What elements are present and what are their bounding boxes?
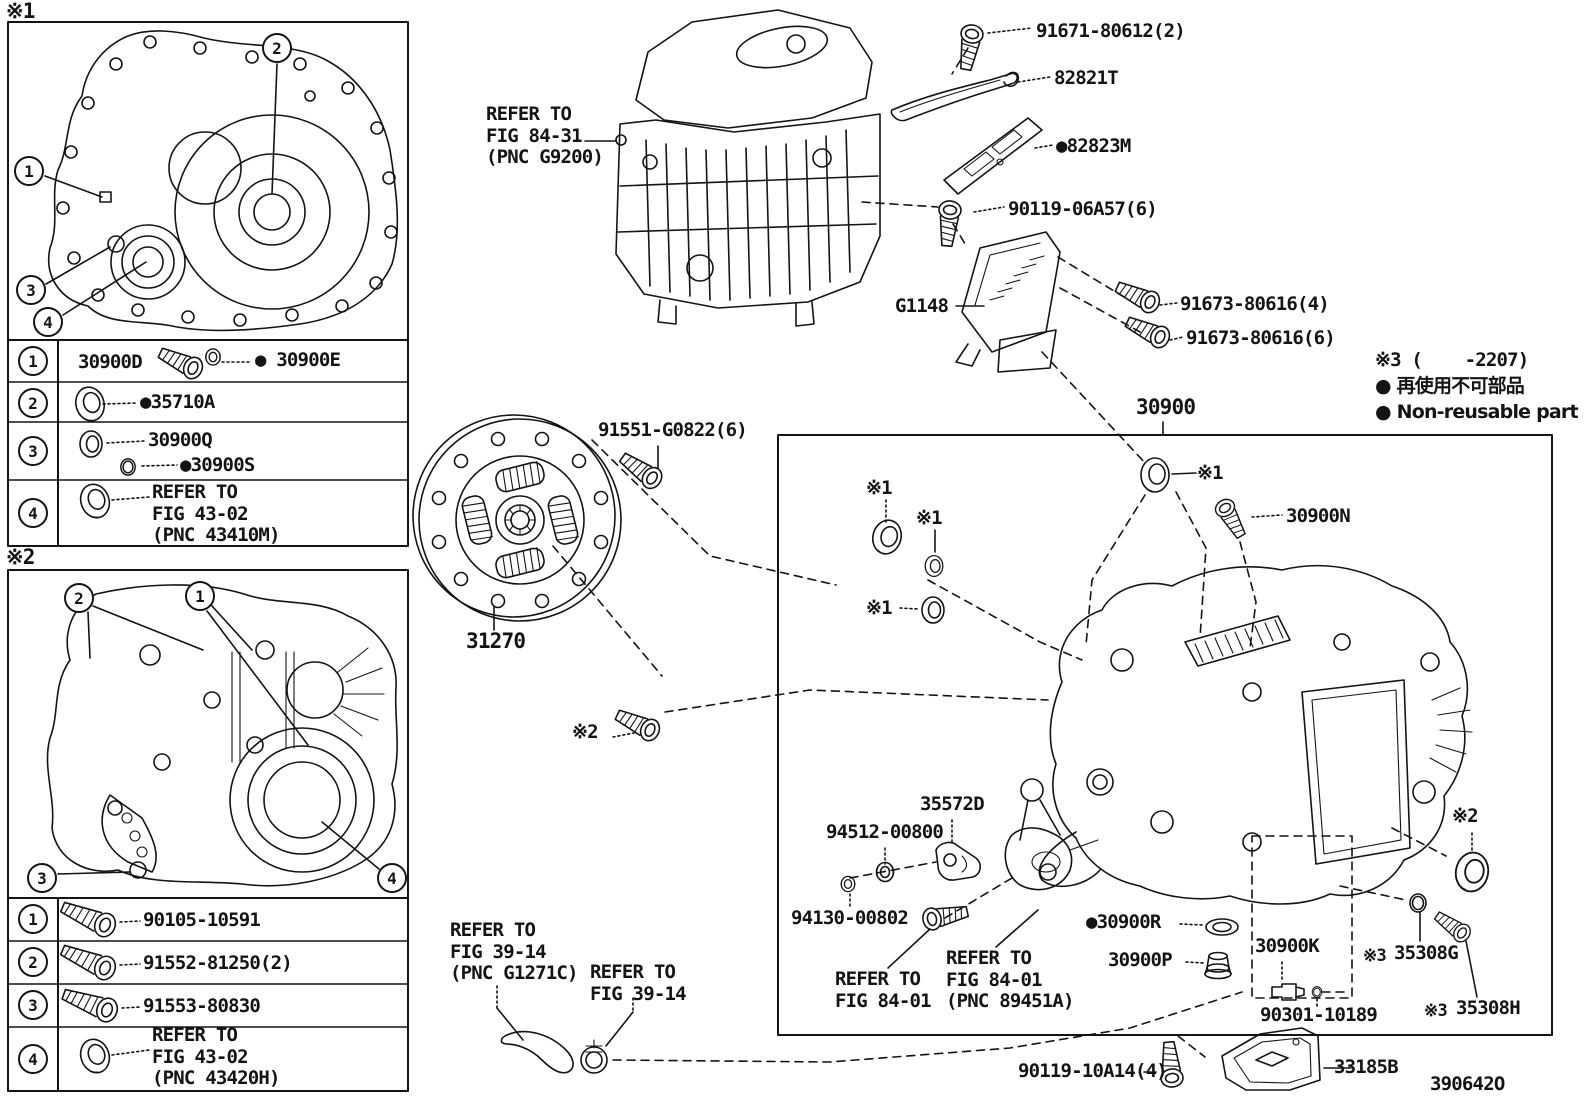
drawing-number: 390642O — [1430, 1073, 1505, 1095]
part-30900q: 30900Q — [148, 429, 213, 451]
fastener-icons — [57, 22, 1493, 1089]
ref-fig-43-02-b: REFER TO FIG 43-02 (PNC 43420H) — [152, 1024, 280, 1090]
ref-fig-43-02-a: REFER TO FIG 43-02 (PNC 43410M) — [152, 481, 280, 547]
callout-3-view1: 3 — [16, 275, 46, 305]
part-30900d: 30900D — [78, 351, 143, 373]
callout-2-table1: 2 — [18, 388, 48, 418]
callout-1-table1: 1 — [18, 346, 48, 376]
note-3-date-range: ※3 ( -2207) — [1375, 349, 1529, 371]
mark-2-seal: ※2 — [1452, 805, 1479, 827]
frames — [7, 21, 1553, 1092]
callout-4-table1: 4 — [18, 498, 48, 528]
engine-assembly — [615, 9, 881, 327]
transaxle-main — [1038, 564, 1473, 905]
part-82823m: ●82823M — [1056, 135, 1131, 157]
clutch-disc — [412, 414, 622, 631]
hose-and-clamp — [500, 1030, 608, 1074]
part-91552-81250: 91552-81250(2) — [143, 952, 293, 974]
bracket-82821t — [890, 71, 1020, 122]
part-35572d: 35572D — [920, 793, 985, 815]
bracket-33185b — [1221, 1027, 1321, 1091]
part-30900: 30900 — [1136, 395, 1196, 419]
assembly-dashed-lines — [552, 47, 1447, 1063]
part-90119-06a57: 90119-06A57(6) — [1008, 198, 1158, 220]
callout-2-table2: 2 — [18, 947, 48, 977]
bracket-82823m — [943, 117, 1043, 195]
part-91553-80830: 91553-80830 — [143, 995, 261, 1017]
ref-fig-39-14: REFER TO FIG 39-14 — [590, 961, 687, 1005]
part-30900r: ●30900R — [1086, 911, 1161, 933]
ref-fig-84-01: REFER TO FIG 84-01 — [835, 968, 932, 1012]
note-non-reusable-jp: ● 再使用不可部品 — [1375, 375, 1525, 397]
callout-3-table1: 3 — [18, 436, 48, 466]
callout-2-view1: 2 — [262, 33, 292, 63]
part-33185b: 33185B — [1334, 1056, 1399, 1078]
part-90119-10a14: 90119-10A14(4) — [1018, 1060, 1168, 1082]
part-91551-g0822: 91551-G0822(6) — [598, 419, 748, 441]
part-82821t: 82821T — [1054, 67, 1119, 89]
mark-1-seal-b: ※1 — [916, 507, 943, 529]
note-marker-1: ※1 — [6, 0, 35, 23]
part-30900n: 30900N — [1286, 505, 1351, 527]
ref-fig-84-31: REFER TO FIG 84-31 (PNC G9200) — [486, 103, 604, 169]
part-35710a: ●35710A — [140, 391, 215, 413]
transaxle-view-2 — [46, 584, 398, 887]
leader-solid-lines — [496, 140, 1478, 1069]
part-91671-80612: 91671-80612(2) — [1036, 20, 1186, 42]
part-35308g: 35308G — [1394, 942, 1459, 964]
note-non-reusable-en: ● Non-reusable part — [1375, 401, 1579, 423]
mark-3-35308h: ※3 — [1424, 1001, 1448, 1021]
part-94130-00802: 94130-00802 — [791, 907, 909, 929]
mark-2-bolt: ※2 — [572, 721, 599, 743]
part-91673-80616-4: 91673-80616(4) — [1180, 293, 1330, 315]
mark-1-seal-c: ※1 — [866, 597, 893, 619]
callout-3-table2: 3 — [18, 990, 48, 1020]
part-30900e: ● 30900E — [255, 349, 341, 371]
part-g1148: G1148 — [895, 295, 949, 317]
part-90105-10591: 90105-10591 — [143, 909, 261, 931]
leader-dotted-lines — [102, 27, 1473, 1073]
callout-4-table2: 4 — [18, 1044, 48, 1074]
callout-4-view2: 4 — [377, 863, 407, 893]
part-35308h: 35308H — [1456, 997, 1521, 1019]
callout-2-view2: 2 — [64, 583, 94, 613]
callout-1-view1: 1 — [14, 156, 44, 186]
ref-fig-84-01-pnc: REFER TO FIG 84-01 (PNC 89451A) — [946, 947, 1074, 1013]
callout-1-table2: 1 — [18, 904, 48, 934]
mark-1-seal-a: ※1 — [866, 477, 893, 499]
part-30900s: ●30900S — [180, 454, 255, 476]
note-marker-2: ※2 — [6, 545, 35, 569]
lever-assembly — [1004, 778, 1099, 891]
ref-fig-39-14-pnc: REFER TO FIG 39-14 (PNC G1271C) — [450, 919, 578, 985]
mark-1-seal-d: ※1 — [1197, 462, 1224, 484]
callout-1-view2: 1 — [185, 581, 215, 611]
mark-3-35308g: ※3 — [1363, 946, 1387, 966]
callout-3-view2: 3 — [27, 863, 57, 893]
part-91673-80616-6: 91673-80616(6) — [1186, 327, 1336, 349]
part-30900p: 30900P — [1108, 949, 1173, 971]
bracket-35572d — [935, 841, 982, 881]
transaxle-view-1 — [44, 30, 399, 332]
part-31270: 31270 — [466, 629, 526, 653]
part-94512-00800: 94512-00800 — [826, 821, 944, 843]
callout-4-view1: 4 — [33, 307, 63, 337]
part-90301-10189: 90301-10189 — [1260, 1004, 1378, 1026]
junction-block-g1148 — [955, 231, 1061, 373]
part-30900k: 30900K — [1255, 935, 1320, 957]
